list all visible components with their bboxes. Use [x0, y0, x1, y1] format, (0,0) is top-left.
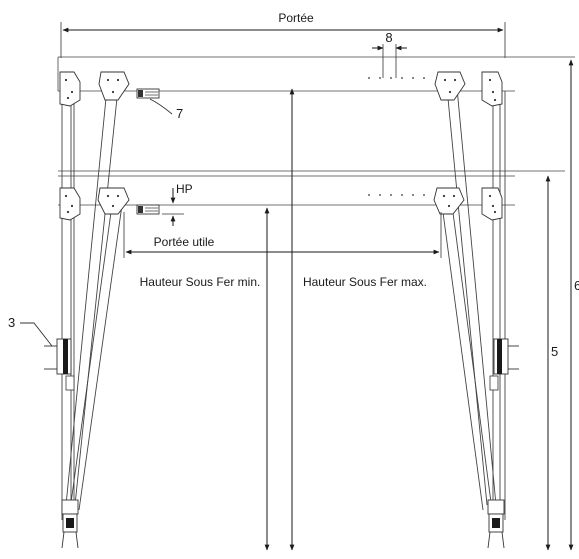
height-max-label: Hauteur Sous Fer max. — [303, 275, 427, 289]
height-min-dimension: Hauteur Sous Fer min. — [140, 207, 270, 551]
height-max-dimension: Hauteur Sous Fer max. — [289, 88, 427, 551]
hp-dimension: HP — [162, 182, 193, 226]
dimension-6: 6 — [568, 59, 579, 551]
upper-gusset-plates — [59, 71, 503, 107]
span-dimension: Portée — [60, 11, 506, 58]
trolley-upper: 7 — [136, 88, 183, 121]
lower-gusset-bolts — [64, 194, 497, 214]
dimension-8: 8 — [372, 30, 407, 78]
useful-span-dimension: Portée utile — [123, 212, 442, 258]
left-caster-wheel — [61, 499, 79, 549]
callout-3: 3 — [8, 315, 15, 330]
left-diagonal-struts — [65, 87, 123, 511]
height-min-label: Hauteur Sous Fer min. — [140, 275, 261, 289]
hp-label: HP — [176, 182, 193, 196]
right-caster-wheel — [487, 499, 505, 549]
span-label: Portée — [278, 11, 314, 25]
callout-6: 6 — [574, 278, 579, 293]
trolley-lower — [136, 204, 160, 215]
callout-7: 7 — [176, 106, 183, 121]
useful-span-label: Portée utile — [154, 235, 215, 249]
callout-8: 8 — [385, 30, 392, 45]
left-adjust-clamp: 3 — [8, 315, 75, 391]
right-diagonal-struts — [441, 87, 497, 511]
lower-gusset-plates — [59, 187, 503, 221]
right-adjust-clamp — [489, 338, 519, 391]
right-posts — [492, 91, 506, 520]
upper-gusset-bolts — [64, 78, 497, 102]
callout-5: 5 — [551, 344, 558, 359]
left-posts — [61, 91, 75, 520]
dimension-5: 5 — [545, 175, 558, 551]
